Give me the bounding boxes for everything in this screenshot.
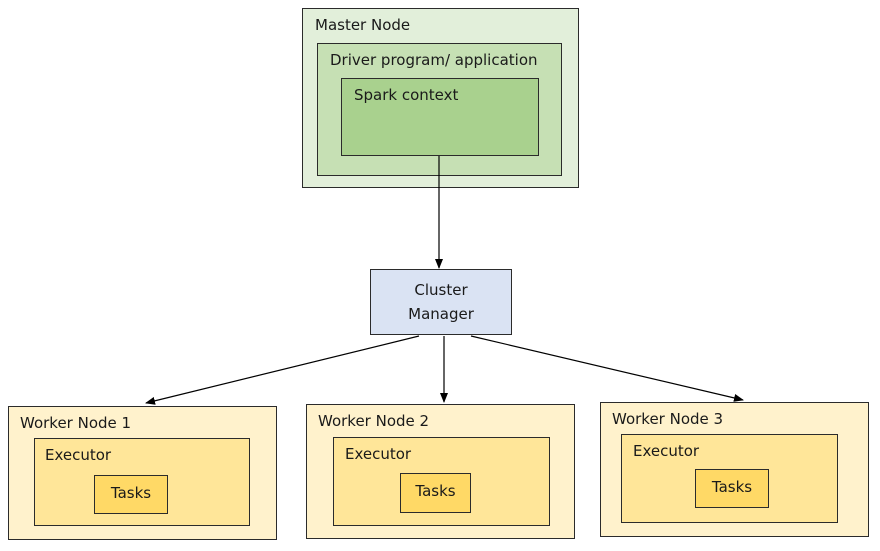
- executor-3-label: Executor: [633, 442, 700, 460]
- driver-program-title: Driver program/ application: [330, 51, 538, 69]
- spark-context-label: Spark context: [354, 86, 459, 104]
- tasks-3: Tasks: [695, 469, 769, 508]
- master-node-title: Master Node: [315, 16, 411, 34]
- worker-node-1-title: Worker Node 1: [20, 414, 132, 432]
- cluster-manager: Cluster Manager: [370, 269, 512, 335]
- tasks-3-label: Tasks: [711, 478, 753, 496]
- arrow-cluster-manager-to-worker-1: [145, 335, 420, 405]
- cluster-manager-label: Cluster Manager: [408, 281, 474, 323]
- worker-node-3-title: Worker Node 3: [612, 410, 724, 428]
- arrow-cluster-manager-to-worker-3: [470, 335, 744, 402]
- tasks-1: Tasks: [94, 475, 168, 514]
- tasks-1-label: Tasks: [110, 484, 152, 502]
- tasks-2-label: Tasks: [415, 482, 456, 500]
- spark-context: Spark context: [341, 78, 539, 156]
- executor-1-label: Executor: [45, 446, 112, 464]
- executor-2-label: Executor: [345, 445, 412, 463]
- worker-node-2-title: Worker Node 2: [318, 412, 430, 430]
- tasks-2: Tasks: [400, 473, 471, 513]
